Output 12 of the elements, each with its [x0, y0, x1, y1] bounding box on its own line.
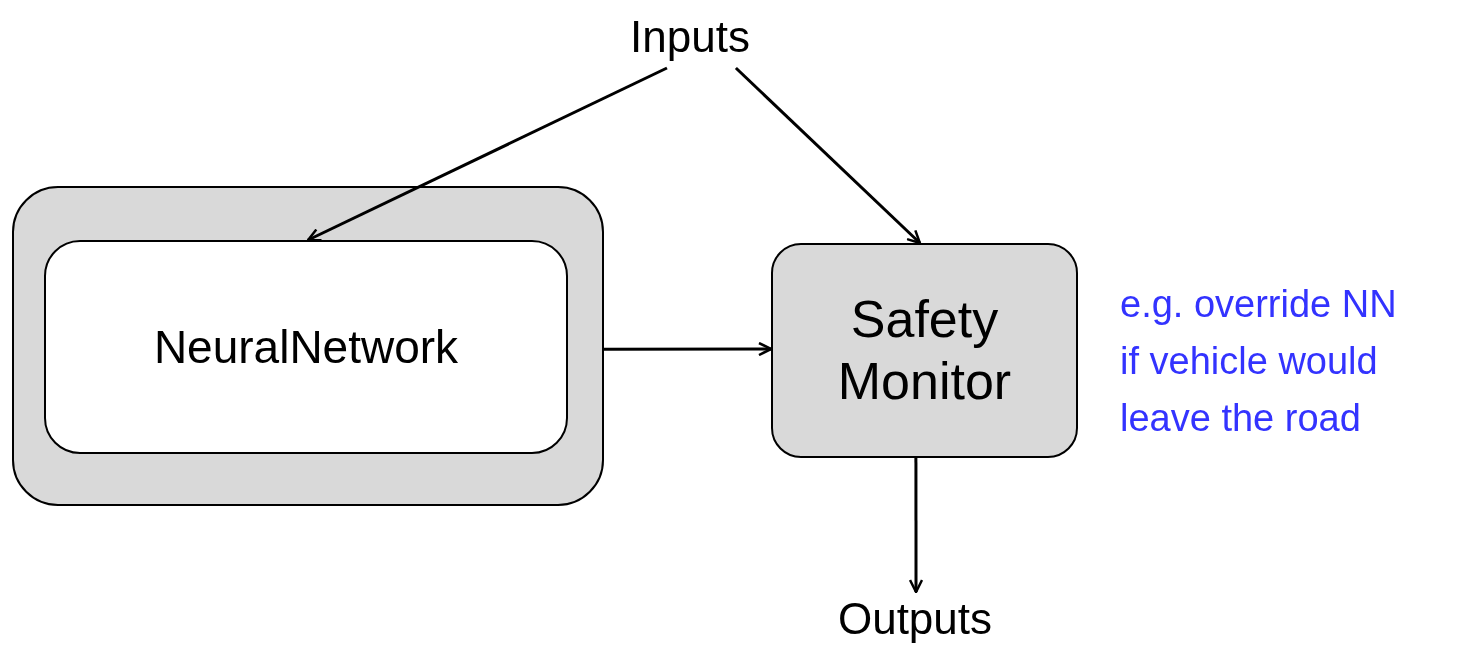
process-box — [44, 240, 568, 454]
arrow — [604, 341, 773, 357]
arrow — [306, 66, 668, 242]
note-text: e.g. override NN if vehicle would leave the road — [1120, 282, 1398, 441]
process-box — [771, 243, 1078, 458]
container-box — [12, 186, 604, 506]
arrow — [734, 66, 922, 245]
box-label: NeuralNetwork — [153, 319, 459, 375]
arrow — [908, 458, 924, 594]
box-label: Safety Monitor — [836, 289, 1013, 412]
node-label: Outputs — [837, 593, 993, 645]
node-label: Inputs — [630, 11, 750, 63]
